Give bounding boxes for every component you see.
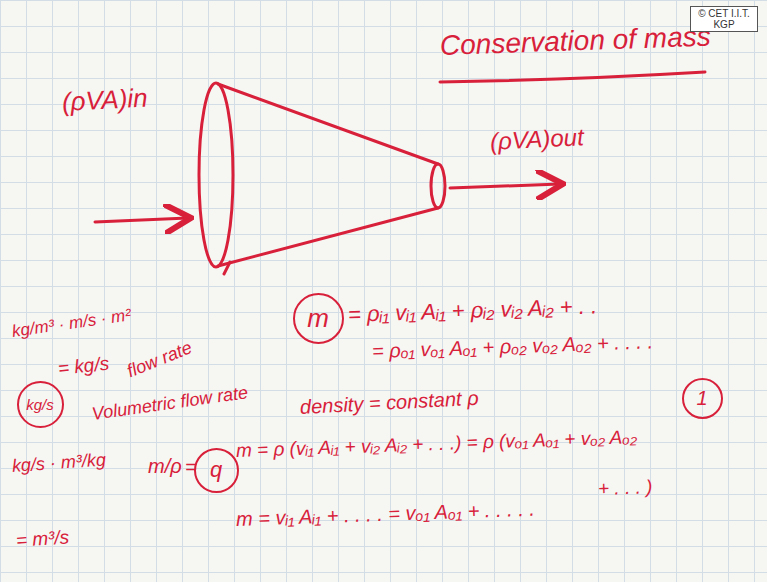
- title-underline: [440, 72, 705, 82]
- outflow-arrow: [450, 184, 560, 188]
- unit-result: = kg/s: [57, 353, 110, 380]
- tick-mark: [224, 262, 230, 274]
- inlet-ellipse: [199, 83, 233, 267]
- ratio: m/ρ: [148, 455, 182, 478]
- node-text: kg/s: [26, 396, 54, 413]
- node-text: 1: [696, 387, 707, 410]
- equation: m = vᵢ₁ Aᵢ₁ + . . . . = vₒ₁ Aₒ₁ + . . . …: [236, 498, 536, 531]
- circled-symbol: q: [194, 448, 239, 493]
- note: flow rate: [124, 337, 195, 382]
- unit-product: kg/s · m³/kg: [11, 449, 106, 476]
- node-text: m: [307, 303, 329, 334]
- outlet-ellipse: [431, 164, 445, 208]
- circled-unit: kg/s: [17, 381, 64, 428]
- equation: = ρₒ₁ vₒ₁ Aₒ₁ + ρₒ₂ vₒ₂ Aₒ₂ + . . . .: [372, 330, 654, 363]
- heading: Conservation of mass: [439, 21, 711, 63]
- node-text: q: [210, 457, 222, 483]
- inflow-arrow: [95, 218, 188, 222]
- watermark: © CET I.I.T. KGP: [690, 6, 758, 32]
- unit-result: = m³/s: [15, 526, 70, 552]
- equation: = ρᵢ₁ vᵢ₁ Aᵢ₁ + ρᵢ₂ vᵢ₂ Aᵢ₂ + . .: [348, 293, 598, 327]
- outflow-term: (ρVA)out: [489, 123, 584, 155]
- unit-product: kg/m³ · m/s · m²: [11, 305, 132, 341]
- equation-number: 1: [682, 378, 723, 419]
- nozzle-wall: [218, 84, 438, 164]
- equation: + . . . ): [598, 476, 653, 500]
- inflow-term: (ρVA)in: [61, 84, 148, 118]
- equation: m = ρ (vᵢ₁ Aᵢ₁ + vᵢ₂ Aᵢ₂ + . . .) = ρ (v…: [236, 426, 638, 462]
- note: density = constant ρ: [299, 387, 479, 419]
- nozzle-wall: [218, 208, 438, 266]
- note: Volumetric flow rate: [91, 382, 250, 424]
- circled-symbol: m: [293, 293, 344, 344]
